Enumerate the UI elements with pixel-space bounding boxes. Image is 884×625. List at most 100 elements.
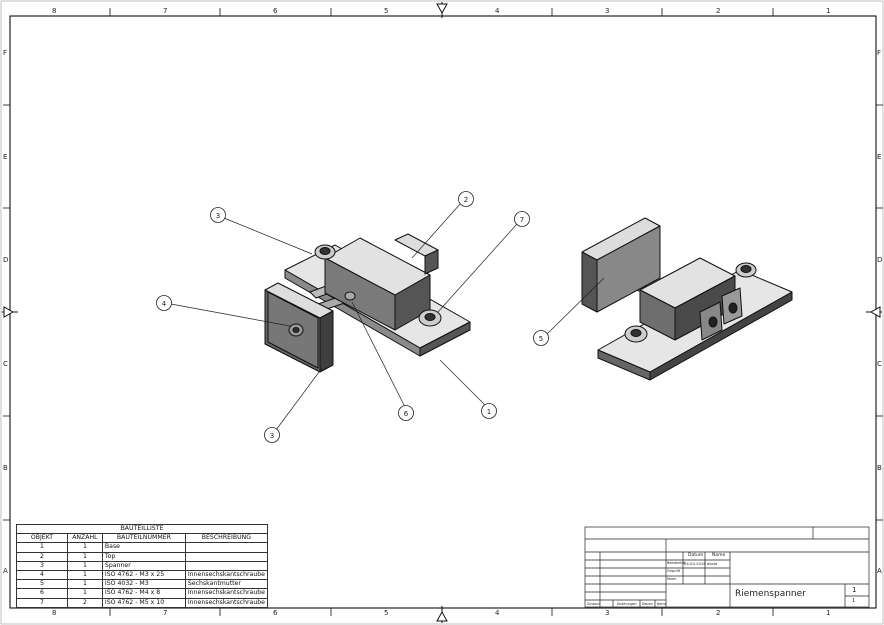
cell-objekt: 4: [16, 569, 68, 581]
cell-beschreibung: Innensechskantschraube: [184, 588, 269, 599]
cell-objekt: 1: [16, 542, 68, 553]
cell-objekt: 5: [16, 579, 68, 590]
zone-col-1-top: 1: [826, 7, 831, 15]
geprueft-label: Geprüft: [667, 569, 681, 573]
header-anzahl: ANZAHL: [66, 533, 103, 544]
parts-list-header-row: OBJEKT ANZAHL BAUTEILNUMMER BESCHREIBUNG: [16, 533, 269, 544]
bottom-name-label: Name: [657, 602, 667, 606]
zone-row-e-right: E: [877, 153, 882, 161]
zone-col-4-top: 4: [495, 7, 500, 15]
cell-anzahl: 1: [66, 542, 103, 553]
base2-side: [649, 291, 793, 381]
cell-anzahl: 1: [66, 551, 103, 562]
balloon-7: [514, 211, 530, 227]
cell-beschreibung: [184, 560, 269, 571]
cell-bauteilnummer: Base: [101, 542, 186, 553]
parts-list-title: BAUTEILLISTE: [16, 523, 268, 535]
cell-anzahl: 1: [66, 588, 103, 599]
zone-ticks: [3, 8, 883, 616]
zone-col-8-top: 8: [52, 7, 57, 15]
balloon-3a-text: 3: [216, 212, 220, 220]
cell-anzahl: 1: [66, 560, 103, 571]
zone-col-7-bottom: 7: [163, 609, 168, 617]
cell-beschreibung: [184, 542, 269, 553]
table-row: 6 1 ISO 4762 - M4 x 8 Innensechskantschr…: [16, 588, 269, 599]
balloon-5: [533, 330, 549, 346]
zone-col-6-bottom: 6: [273, 609, 278, 617]
balloon-7-text: 7: [520, 216, 524, 224]
zone-col-5-bottom: 5: [384, 609, 389, 617]
zustand-label: Zustand: [587, 602, 601, 606]
cell-anzahl: 2: [66, 597, 103, 608]
table-row: 7 2 ISO 4762 - M5 x 10 Innensechskantsch…: [16, 597, 269, 608]
balloon-3a: [210, 207, 226, 223]
sheet-total: 1: [852, 598, 856, 604]
table-row: 3 1 Spanner: [16, 560, 269, 571]
cell-beschreibung: Innensechskantschraube: [184, 597, 269, 608]
parts-list-table: BAUTEILLISTE OBJEKT ANZAHL BAUTEILNUMMER…: [16, 523, 269, 608]
balloons: [156, 191, 549, 443]
zone-row-f-right: F: [877, 49, 882, 57]
cell-bauteilnummer: Spanner: [101, 560, 186, 571]
zone-col-2-top: 2: [716, 7, 721, 15]
header-objekt: OBJEKT: [16, 533, 68, 544]
title-block: [584, 526, 870, 608]
bearbeitet-label: Bearbeitet: [667, 561, 686, 565]
spanner-side: [319, 310, 334, 373]
balloon-6-text: 6: [404, 410, 409, 418]
cell-bauteilnummer: ISO 4762 - M3 x 25: [101, 569, 186, 581]
cell-anzahl: 1: [66, 569, 103, 581]
cell-bauteilnummer: Top: [101, 551, 186, 562]
aenderungen-label: Änderungen: [617, 602, 637, 606]
zone-row-e-left: E: [3, 153, 8, 161]
cell-objekt: 7: [16, 597, 68, 608]
zone-col-4-bottom: 4: [495, 609, 500, 617]
zone-col-2-bottom: 2: [716, 609, 721, 617]
bottom-datum-label: Datum: [642, 602, 653, 606]
balloon-3b-text: 3: [270, 432, 274, 440]
zone-row-a-left: A: [3, 567, 8, 575]
parts-list-title-row: BAUTEILLISTE: [16, 523, 268, 535]
cell-beschreibung: Innensechskantschraube: [184, 569, 269, 581]
date-value: 04.04.2016: [684, 561, 706, 566]
zone-col-8-bottom: 8: [52, 609, 57, 617]
balloon-1: [481, 403, 497, 419]
zone-row-f-left: F: [3, 49, 8, 57]
drawing-title: Riemenspanner: [735, 589, 806, 599]
isometric-view-back: [581, 217, 793, 381]
zone-row-b-left: B: [3, 464, 8, 472]
table-row: 2 1 Top: [16, 551, 269, 562]
cell-bauteilnummer: ISO 4762 - M4 x 8: [101, 588, 186, 599]
zone-col-5-top: 5: [384, 7, 389, 15]
zone-row-a-right: A: [877, 567, 882, 575]
zone-row-b-right: B: [877, 464, 882, 472]
sheet-number: 1: [852, 586, 857, 594]
balloon-2: [458, 191, 474, 207]
spanner2-front: [581, 251, 598, 313]
cell-objekt: 2: [16, 551, 68, 562]
table-row: 5 1 ISO 4032 - M3 Sechskantmutter: [16, 579, 269, 590]
zone-col-7-top: 7: [163, 7, 168, 15]
name-label: Name: [712, 553, 726, 558]
cell-objekt: 6: [16, 588, 68, 599]
cell-objekt: 3: [16, 560, 68, 571]
isometric-view-front: [264, 233, 471, 373]
zone-row-d-left: D: [3, 256, 9, 264]
zone-col-6-top: 6: [273, 7, 278, 15]
balloon-4: [156, 295, 172, 311]
balloon-4-text: 4: [162, 300, 167, 308]
cell-bauteilnummer: ISO 4032 - M3: [101, 579, 186, 590]
name-value: david: [707, 561, 718, 566]
balloon-6: [398, 405, 414, 421]
zone-row-c-right: C: [877, 360, 882, 368]
balloon-2-text: 2: [464, 196, 468, 204]
header-beschreibung: BESCHREIBUNG: [184, 533, 269, 544]
balloon-1-text: 1: [487, 408, 491, 416]
zone-row-d-right: D: [877, 256, 883, 264]
cell-beschreibung: [184, 551, 269, 562]
norm-label: Norm: [667, 577, 677, 581]
datum-label: Datum: [688, 553, 704, 558]
balloon-5-text: 5: [539, 335, 543, 343]
